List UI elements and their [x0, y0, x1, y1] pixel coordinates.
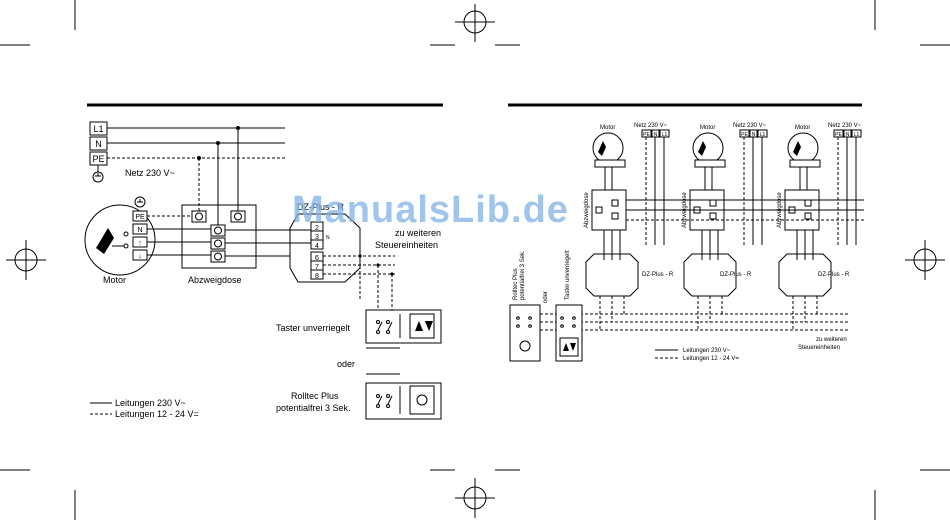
terminal-label-l1: L1 — [93, 124, 103, 134]
crop-target-right-middle — [905, 240, 945, 280]
svg-text:L1: L1 — [854, 132, 860, 138]
motor-icon — [692, 132, 724, 164]
rolltec-line2: potentialfrei 3 Sek. — [276, 403, 351, 413]
right-legend-12-24: Leitungen 12 - 24 V= — [683, 356, 739, 362]
crop-target-left-middle — [6, 240, 46, 280]
svg-text:PE: PE — [741, 132, 748, 138]
dz-plus-device-label: DZ-Plus - R — [297, 202, 345, 212]
motor-icon — [84, 204, 156, 276]
arrow-down-icon — [425, 321, 433, 331]
right-oder-label: oder — [543, 291, 549, 303]
right-rolltec-line2: potentialfrei 3 Sek. — [520, 250, 526, 300]
unit3-netz-label: Netz 230 V~ — [828, 123, 862, 129]
motor-terminal-n: N — [137, 227, 142, 234]
device-terminal-2: 2 — [315, 225, 319, 232]
device-terminal-3: 3 — [315, 234, 319, 241]
right-legend-230: Leitungen 230 V~ — [683, 348, 731, 354]
terminal-label-n: N — [95, 139, 102, 149]
arrow-up-icon — [563, 343, 569, 351]
unit2-motor-label: Motor — [700, 125, 715, 131]
netz-label: Netz 230 V~ — [125, 168, 175, 178]
unit2-netz-label: Netz 230 V~ — [733, 123, 767, 129]
right-unit-1: Motor Netz 230 V~ PE N L1 Abzweigdose DZ… — [584, 123, 674, 297]
crop-target-bottom-center — [455, 478, 495, 518]
motor-ground-icon — [134, 196, 146, 208]
svg-text:PE: PE — [835, 132, 842, 138]
svg-text:N: N — [846, 132, 850, 138]
rolltec-module-icon — [409, 385, 435, 415]
right-taster-updown-button — [559, 337, 579, 357]
motor-terminal-down: ↓ — [138, 253, 142, 260]
unit1-dz-plus-box — [585, 253, 639, 297]
unit3-dz-plus-label: DZ-Plus - R — [818, 272, 850, 278]
rolltec-line1: Rolltec Plus — [291, 391, 339, 401]
motor-icon — [787, 132, 819, 164]
oder-label: oder — [337, 359, 355, 369]
ground-icon — [92, 171, 104, 183]
device-terminal-4: 4 — [315, 243, 319, 250]
abzweigdose-label: Abzweigdose — [188, 275, 242, 285]
taster-label: Taster unverriegelt — [276, 323, 351, 333]
device-terminal-8: 8 — [315, 273, 319, 280]
right-diagram: Motor Netz 230 V~ PE N L1 Abzweigdose DZ… — [509, 123, 864, 362]
zu-weiteren-line1: zu weiteren — [395, 228, 441, 238]
motor-terminal-pe: PE — [135, 214, 145, 221]
svg-text:L1: L1 — [662, 132, 668, 138]
rolltec-switch-symbol — [376, 394, 393, 408]
taster-switch-symbol — [376, 320, 393, 334]
rolltec-module-icon — [519, 340, 531, 352]
legend-12-24: Leitungen 12 - 24 V= — [115, 409, 199, 419]
motor-terminal-up: ↑ — [138, 240, 142, 247]
motor-label: Motor — [103, 275, 126, 285]
right-rolltec-line1: Rolltec Plus — [513, 268, 519, 300]
crop-target-top-center — [455, 4, 495, 42]
terminal-label-pe: PE — [92, 154, 104, 164]
unit1-dz-plus-label: DZ-Plus - R — [642, 272, 674, 278]
zu-weiteren-line2: Steuereinheiten — [375, 240, 438, 250]
svg-text:PE: PE — [643, 132, 650, 138]
unit1-abzweigdose-label: Abzweigdose — [584, 192, 590, 228]
arrow-up-icon — [415, 321, 423, 331]
svg-text:N: N — [654, 132, 658, 138]
device-n-label: N — [326, 235, 330, 241]
left-diagram: L1 N PE Netz 230 V~ PE N ↑ ↓ — [84, 121, 442, 420]
watermark-text: ManualsLib.de — [292, 189, 569, 231]
unit1-netz-label: Netz 230 V~ — [634, 123, 668, 129]
dz-plus-device-box — [289, 213, 361, 283]
device-terminal-6: 6 — [315, 255, 319, 262]
device-terminal-7: 7 — [315, 264, 319, 271]
right-rolltec-box — [509, 304, 541, 362]
right-zu-weiteren-line2: Steuereinheiten — [798, 345, 840, 351]
svg-text:N: N — [752, 132, 756, 138]
right-zu-weiteren-line1: zu weiteren — [816, 337, 847, 343]
legend-230: Leitungen 230 V~ — [115, 398, 186, 408]
right-taster-label: Taster unverriegelt — [565, 250, 571, 300]
unit3-motor-label: Motor — [795, 125, 810, 131]
unit2-dz-plus-label: DZ-Plus - R — [720, 272, 752, 278]
unit3-dz-plus-box — [778, 253, 832, 297]
svg-text:L1: L1 — [760, 132, 766, 138]
motor-icon — [592, 132, 624, 164]
unit2-dz-plus-box — [683, 253, 737, 297]
unit1-motor-label: Motor — [600, 125, 615, 131]
arrow-down-icon — [570, 343, 576, 351]
